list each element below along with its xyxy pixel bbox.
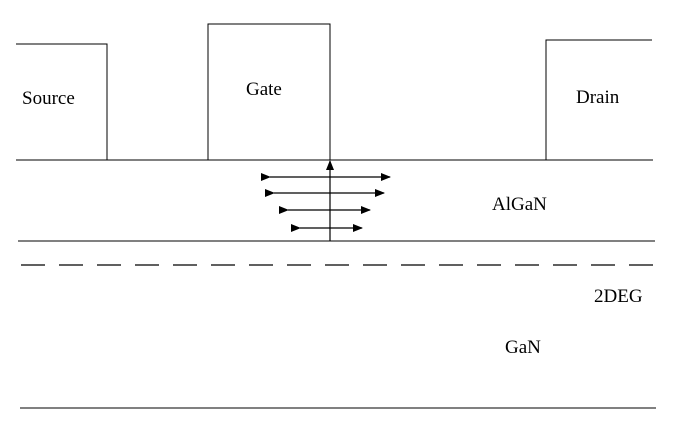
gate-label: Gate — [246, 79, 282, 100]
source-label: Source — [22, 88, 75, 109]
drain-contact — [545, 39, 652, 160]
drain-label: Drain — [576, 87, 620, 108]
twodeg-label: 2DEG — [594, 286, 643, 307]
gan-label: GaN — [505, 337, 541, 358]
source-contact — [16, 43, 108, 160]
algan-label: AlGaN — [492, 194, 547, 215]
